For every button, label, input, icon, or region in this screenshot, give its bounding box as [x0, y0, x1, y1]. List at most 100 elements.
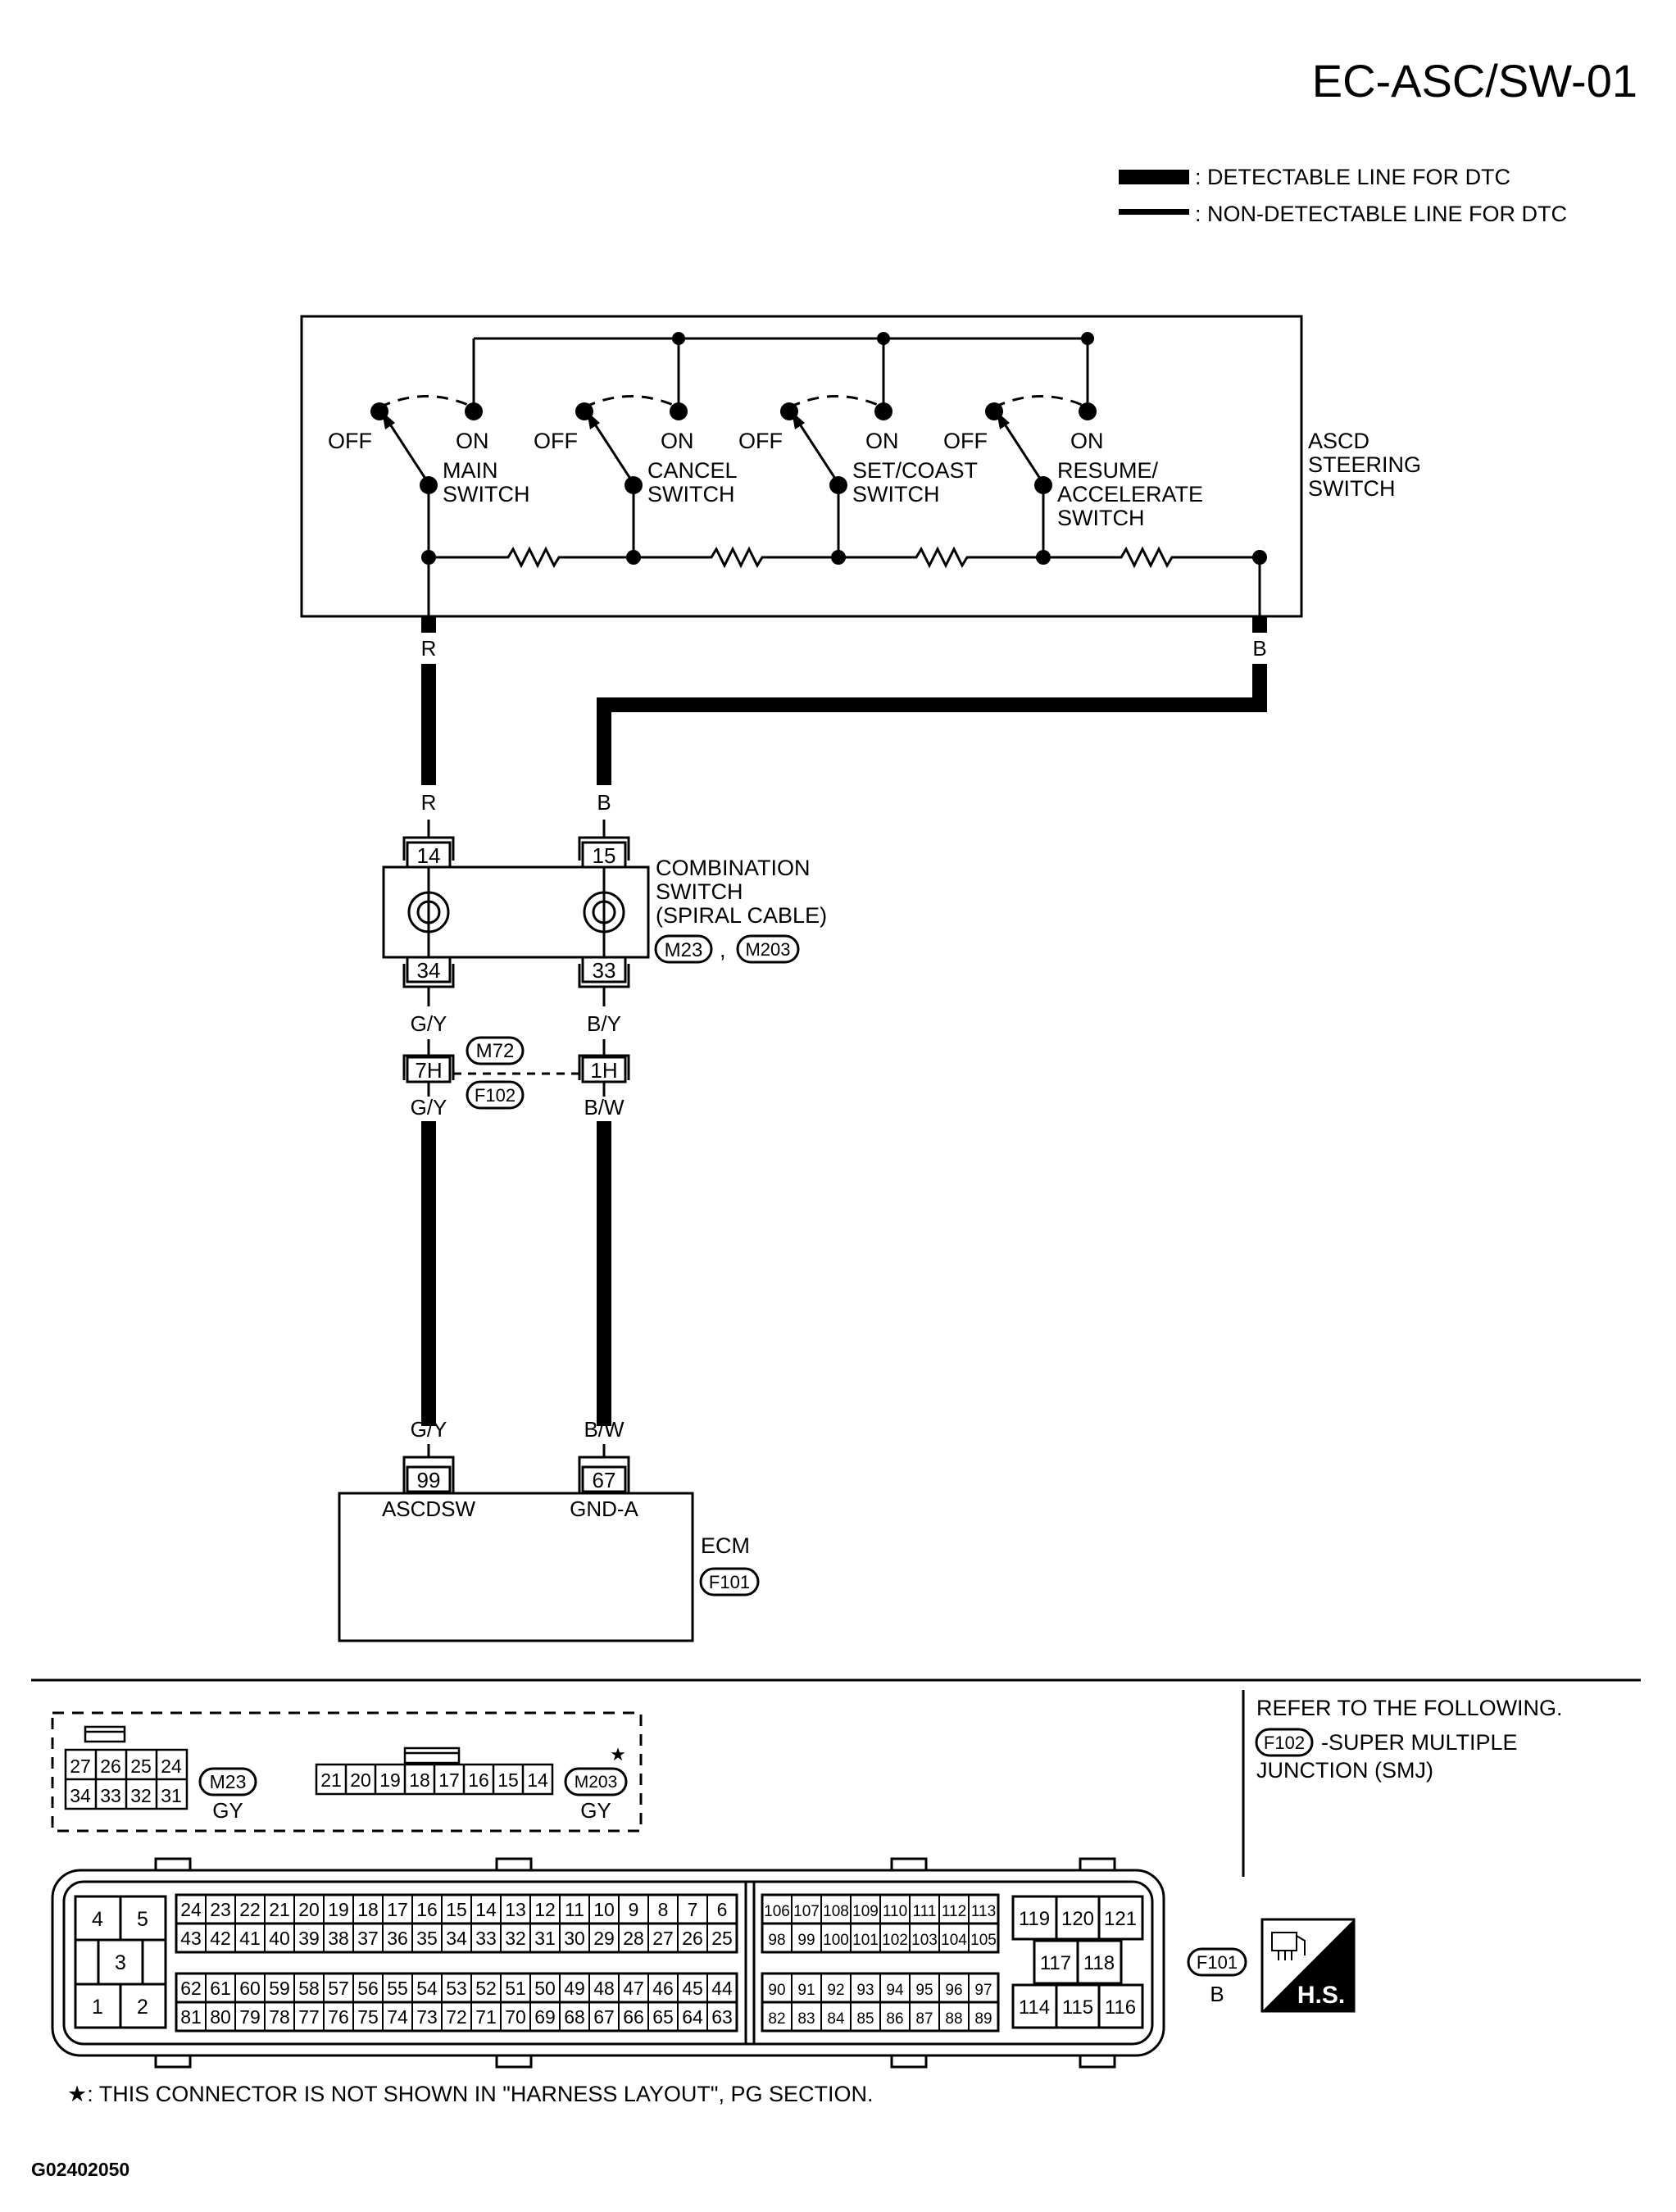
- f101-pin: 101: [852, 1932, 879, 1949]
- refer-line-2: -SUPER MULTIPLE: [1321, 1730, 1518, 1755]
- conn-m203-label: M203: [745, 939, 790, 960]
- f101-pin: 104: [941, 1932, 967, 1949]
- f101-pin: 111: [913, 1903, 937, 1920]
- f101-pin: 60: [239, 1978, 261, 1999]
- ecm-box: [338, 1492, 694, 1642]
- f101-pin: 67: [593, 2006, 615, 2028]
- f101-id-label: F101: [1197, 1952, 1238, 1973]
- figure-id: G02402050: [31, 2159, 129, 2180]
- f101-pin: 47: [623, 1978, 644, 1999]
- refer-f102-badge: [1255, 1728, 1314, 1757]
- wire-color-by: B/Y: [587, 1011, 621, 1036]
- f101-block3-pin: 121: [1104, 1908, 1137, 1930]
- f101-pin: 29: [593, 1928, 615, 1949]
- f101-pin: 109: [852, 1903, 879, 1920]
- m23-pin: 24: [161, 1756, 182, 1777]
- m203-color-label: GY: [580, 1798, 611, 1823]
- ascd-label-2: STEERING: [1308, 452, 1421, 477]
- f101-block3-pin: 116: [1105, 1996, 1136, 2019]
- f101-pin: 97: [974, 1982, 992, 1999]
- main-on-label: ON: [456, 429, 489, 453]
- f101-pin: 55: [387, 1978, 408, 1999]
- f101-pin: 82: [768, 2010, 785, 2028]
- f101-block1-dividers: [205, 1895, 708, 2031]
- ecm: [338, 1444, 694, 1642]
- f101-pin: 44: [711, 1978, 733, 1999]
- conn-m72-badge: [466, 1036, 525, 1065]
- m203-badge: [564, 1767, 628, 1796]
- f101-pin: 110: [883, 1903, 907, 1920]
- hs-icon: H.S.: [1260, 1918, 1356, 2013]
- wire-color-bw-2: B/W: [584, 1417, 625, 1442]
- setcoast-switch-label-2: SWITCH: [852, 482, 939, 506]
- ecm-term-ascdsw: ASCDSW: [382, 1497, 476, 1521]
- f101-color-label: B: [1210, 1982, 1224, 2006]
- f101-pin: 37: [357, 1928, 379, 1949]
- conn-m23-badge: [654, 934, 713, 964]
- page-title: EC-ASC/SW-01: [1312, 55, 1637, 107]
- f101-pin: 38: [328, 1928, 349, 1949]
- f101-block3-pin: 120: [1061, 1908, 1094, 1930]
- f101-pin: 32: [505, 1928, 526, 1949]
- f101-pin: 49: [564, 1978, 585, 1999]
- conn-f102-label: F102: [475, 1085, 516, 1106]
- f101-pin: 35: [416, 1928, 438, 1949]
- f101-pin: 107: [793, 1903, 820, 1920]
- f101-pin: 26: [682, 1928, 703, 1949]
- cancel-on-label: ON: [661, 429, 694, 453]
- joint-connector: [402, 1039, 630, 1097]
- f101-pin: 17: [387, 1899, 408, 1920]
- legend-detectable-label: : DETECTABLE LINE FOR DTC: [1195, 165, 1510, 189]
- f101-block3-pin: 115: [1062, 1996, 1093, 2019]
- f101-pin: 61: [210, 1978, 231, 1999]
- m203-id-label: M203: [575, 1773, 618, 1792]
- f101-pin: 52: [475, 1978, 497, 1999]
- f101-pin: 85: [856, 2010, 874, 2028]
- f101-pin: 48: [593, 1978, 615, 1999]
- f101-pin: 70: [505, 2006, 526, 2028]
- m23-pin: 34: [70, 1785, 91, 1806]
- main-off-label: OFF: [328, 429, 372, 453]
- f101-pin: 39: [298, 1928, 320, 1949]
- f101-small-pin: 1: [92, 1996, 103, 2019]
- f101-pin: 19: [328, 1899, 349, 1920]
- wire-color-b-top: B: [1252, 636, 1266, 661]
- m203-pin: 19: [379, 1769, 401, 1791]
- f101-pin: 63: [711, 2006, 733, 2028]
- f101-pin: 45: [682, 1978, 703, 1999]
- wire-color-r-mid: R: [421, 790, 437, 815]
- connector-f101: [51, 1857, 1165, 2069]
- f101-pin: 93: [856, 1982, 874, 1999]
- f101-pin: 46: [652, 1978, 674, 1999]
- switch-labels: OFF ON MAIN SWITCH OFF ON CANCEL SWITCH …: [328, 429, 1421, 530]
- f101-pin: 16: [416, 1899, 438, 1920]
- f101-pin: 6: [717, 1899, 728, 1920]
- f101-pin: 51: [505, 1978, 526, 1999]
- connector-m203: [315, 1746, 554, 1796]
- ecm-pin-67: 67: [593, 1468, 616, 1492]
- f101-pin: 86: [886, 2010, 903, 2028]
- f101-pin: 98: [768, 1932, 785, 1949]
- f101-pin: 41: [239, 1928, 261, 1949]
- refer-line-1: REFER TO THE FOLLOWING.: [1256, 1696, 1563, 1720]
- legend-thick-line: [1119, 170, 1189, 184]
- f101-pin: 105: [970, 1932, 997, 1949]
- wire-color-bw-1: B/W: [584, 1095, 625, 1120]
- setcoast-switch-label-1: SET/COAST: [852, 458, 978, 483]
- m203-pin: 16: [468, 1769, 489, 1791]
- m23-color-label: GY: [212, 1798, 243, 1823]
- f101-pin: 100: [823, 1932, 849, 1949]
- f101-pin: 106: [764, 1903, 790, 1920]
- f101-pin: 72: [446, 2006, 467, 2028]
- m23-pin: 27: [70, 1756, 91, 1777]
- f101-pin: 64: [682, 2006, 703, 2028]
- f101-pin: 30: [564, 1928, 585, 1949]
- f101-block3-pin: 119: [1019, 1908, 1050, 1930]
- conn-m72-label: M72: [476, 1040, 515, 1062]
- f101-block2-dividers: [791, 1895, 970, 2031]
- f101-pin: 62: [180, 1978, 202, 1999]
- f101-small-pin: 4: [92, 1908, 103, 1931]
- resume-switch-label-3: SWITCH: [1057, 506, 1144, 530]
- f101-small-pin: 2: [137, 1996, 148, 2019]
